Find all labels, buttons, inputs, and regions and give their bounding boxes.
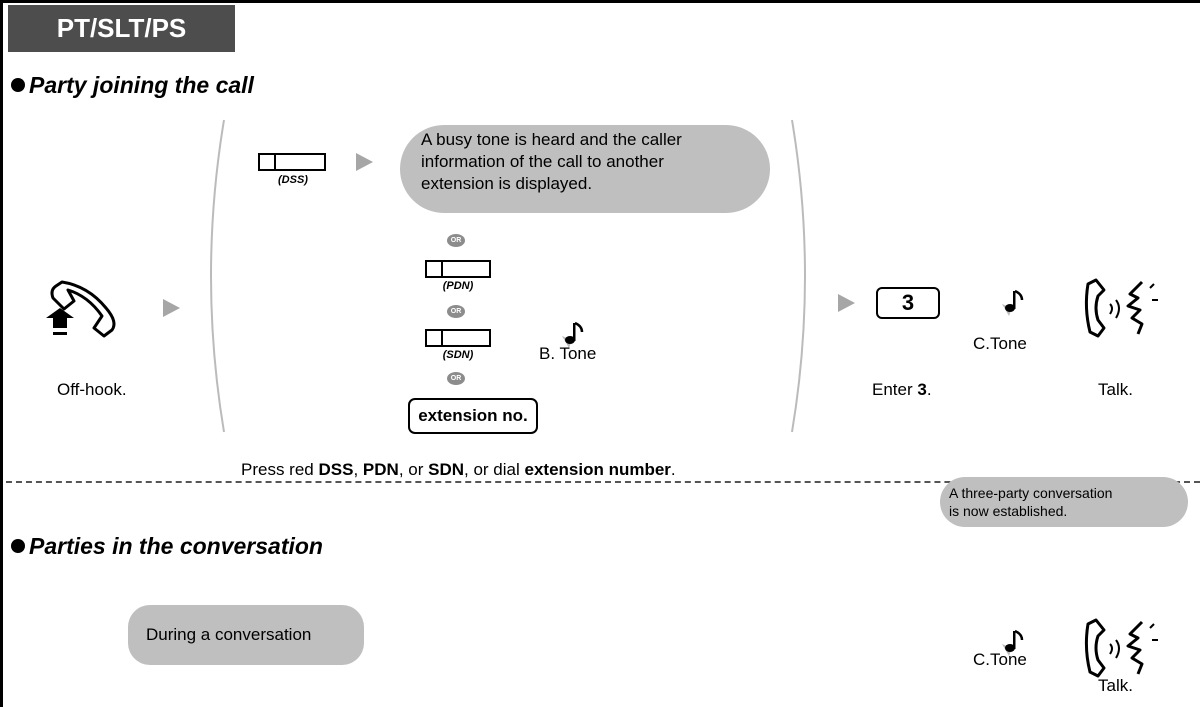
busy-line-1: A busy tone is heard and the caller	[421, 130, 682, 149]
sdn-label: (SDN)	[442, 349, 474, 361]
ctone-label: C.Tone	[973, 334, 1027, 353]
talk-label-2: Talk.	[1098, 676, 1133, 695]
three-party-line-1: A three-party conversation	[949, 485, 1113, 501]
busy-line-2: information of the call to another	[421, 152, 664, 171]
tone-note-icon	[1002, 629, 1024, 656]
tone-note-icon	[562, 321, 584, 348]
bullet-icon	[11, 539, 25, 553]
section-title: Parties in the conversation	[29, 533, 323, 559]
sdn-key[interactable]	[425, 329, 491, 347]
play-arrow-icon	[163, 299, 180, 317]
enter-label: Enter 3.	[872, 380, 932, 399]
three-party-text: A three-party conversation is now establ…	[949, 484, 1112, 520]
section-heading-joining: Party joining the call	[11, 72, 254, 99]
section-title: Party joining the call	[29, 72, 254, 98]
busy-tone-text: A busy tone is heard and the caller infor…	[421, 129, 682, 195]
busy-line-3: extension is displayed.	[421, 174, 593, 193]
during-conversation-bubble	[128, 605, 364, 665]
talking-person-icon	[1084, 278, 1158, 338]
dss-key[interactable]	[258, 153, 326, 171]
right-bracket	[791, 119, 806, 433]
talk-label: Talk.	[1098, 380, 1133, 399]
pdn-label: (PDN)	[442, 280, 474, 292]
left-bracket	[210, 119, 225, 433]
pdn-key[interactable]	[425, 260, 491, 278]
dss-label: (DSS)	[278, 174, 308, 186]
busy-tone-bubble	[400, 125, 770, 213]
during-conversation-label: During a conversation	[146, 625, 312, 644]
or-badge-icon: OR	[447, 305, 465, 318]
frame-top-border	[0, 0, 1200, 3]
offhook-label: Off-hook.	[57, 380, 127, 399]
handset-offhook-icon	[46, 280, 116, 338]
frame-left-border	[0, 0, 3, 707]
dial-3-key[interactable]: 3	[876, 287, 940, 319]
btone-label: B. Tone	[539, 344, 597, 363]
press-instruction: Press red DSS, PDN, or SDN, or dial exte…	[241, 460, 676, 479]
or-badge-icon: OR	[447, 234, 465, 247]
three-party-bubble	[940, 477, 1188, 527]
tone-note-icon	[1002, 289, 1024, 316]
three-party-line-2: is now established.	[949, 503, 1068, 519]
play-arrow-icon	[356, 153, 373, 171]
talking-person-icon	[1084, 618, 1158, 678]
section-divider	[6, 481, 1200, 483]
section-heading-parties: Parties in the conversation	[11, 533, 323, 560]
or-badge-icon: OR	[447, 372, 465, 385]
ctone-label-2: C.Tone	[973, 650, 1027, 669]
extension-key[interactable]: extension no.	[408, 398, 538, 434]
play-arrow-icon	[838, 294, 855, 312]
bullet-icon	[11, 78, 25, 92]
device-tab: PT/SLT/PS	[8, 5, 235, 52]
